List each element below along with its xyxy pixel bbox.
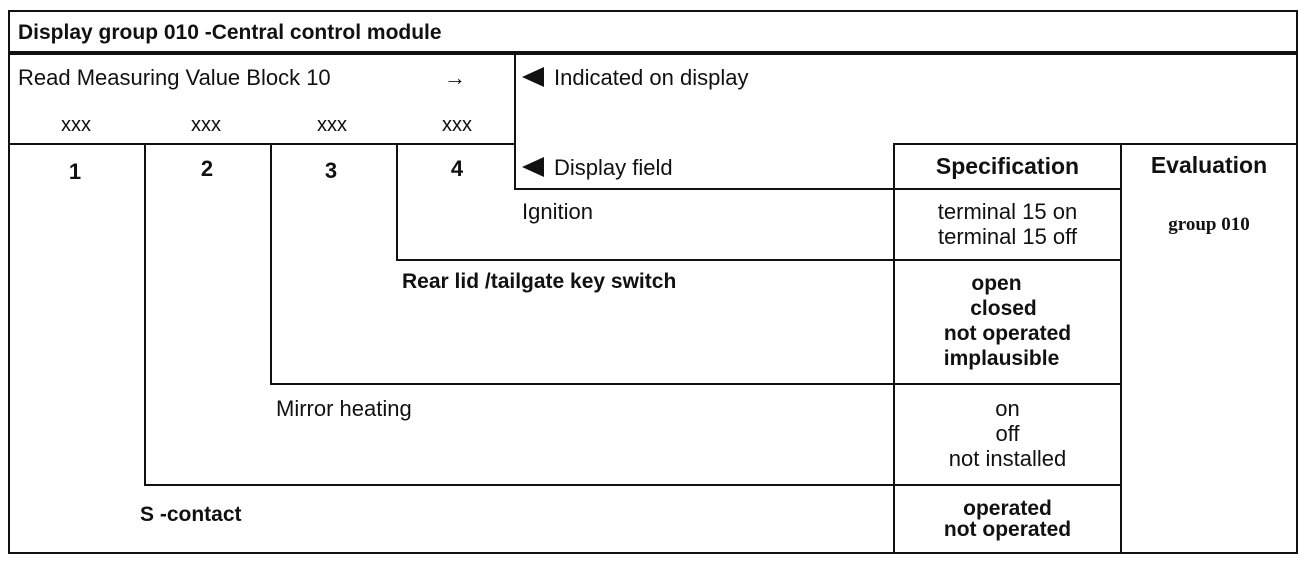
mirror-heating-spec: on off not installed xyxy=(895,396,1120,471)
ignition-spec-off: terminal 15 off xyxy=(937,224,1077,249)
frame-right xyxy=(1296,10,1298,554)
s-contact-spec: operated not operated xyxy=(895,498,1120,540)
mirror-heating-label: Mirror heating xyxy=(276,396,412,421)
specification-header: Specification xyxy=(935,153,1080,179)
field-2-branch-vertical xyxy=(144,143,146,486)
field-3-branch-vertical xyxy=(270,143,272,385)
ignition-label: Ignition xyxy=(522,199,593,224)
headers-top-line xyxy=(893,143,1298,145)
evaluation-header: Evaluation xyxy=(1150,152,1268,178)
frame-bottom xyxy=(8,552,1298,554)
s-contact-label: S -contact xyxy=(140,503,242,526)
rear-lid-spec-not-operated: not operated xyxy=(943,322,1072,345)
field-4-branch-horizontal xyxy=(396,259,1122,261)
mirror-heating-spec-on: on xyxy=(995,396,1020,421)
frame-top xyxy=(8,10,1298,12)
read-block-label: Read Measuring Value Block 10 xyxy=(18,65,331,90)
mirror-heating-spec-not-installed: not installed xyxy=(948,446,1067,471)
field-number-2: 2 xyxy=(200,156,214,181)
xxx-field-2: xxx xyxy=(191,114,221,136)
read-block-separator xyxy=(514,55,516,190)
page-title: Display group 010 -Central control modul… xyxy=(18,21,442,44)
display-field-label: Display field xyxy=(554,155,673,180)
indicated-arrow-icon xyxy=(522,67,544,87)
field-2-branch-horizontal xyxy=(144,484,1122,486)
rear-lid-spec-implausible: implausible xyxy=(943,347,1060,370)
rear-lid-label: Rear lid /tailgate key switch xyxy=(402,270,677,293)
indicated-label: Indicated on display xyxy=(554,65,749,90)
spec-column-left-border xyxy=(893,143,895,554)
field-number-3: 3 xyxy=(324,158,338,183)
field-number-1: 1 xyxy=(68,159,82,184)
display-field-underline xyxy=(514,188,1122,190)
rear-lid-spec-closed: closed xyxy=(970,297,1037,320)
mirror-heating-spec-off: off xyxy=(995,421,1020,446)
s-contact-spec-operated: operated xyxy=(963,497,1052,520)
spec-column-right-border xyxy=(1120,143,1122,554)
rear-lid-spec-open: open xyxy=(971,272,1022,295)
xxx-field-4: xxx xyxy=(442,114,472,136)
xxx-field-3: xxx xyxy=(317,114,347,136)
field-number-4: 4 xyxy=(450,156,464,181)
frame-left xyxy=(8,10,10,554)
evaluation-value: group 010 xyxy=(1168,214,1250,235)
ignition-spec: terminal 15 on terminal 15 off xyxy=(895,199,1120,249)
display-field-arrow-icon xyxy=(522,157,544,177)
s-contact-spec-not-operated: not operated xyxy=(943,518,1072,541)
ignition-spec-on: terminal 15 on xyxy=(937,199,1078,224)
xxx-row-underline xyxy=(8,143,516,145)
rear-lid-spec: open closed not operated implausible xyxy=(895,271,1120,371)
field-4-branch-vertical xyxy=(396,143,398,261)
field-3-branch-horizontal xyxy=(270,383,1122,385)
xxx-field-1: xxx xyxy=(61,114,91,136)
title-underline xyxy=(8,51,1298,55)
read-block-arrow: → xyxy=(444,65,466,90)
